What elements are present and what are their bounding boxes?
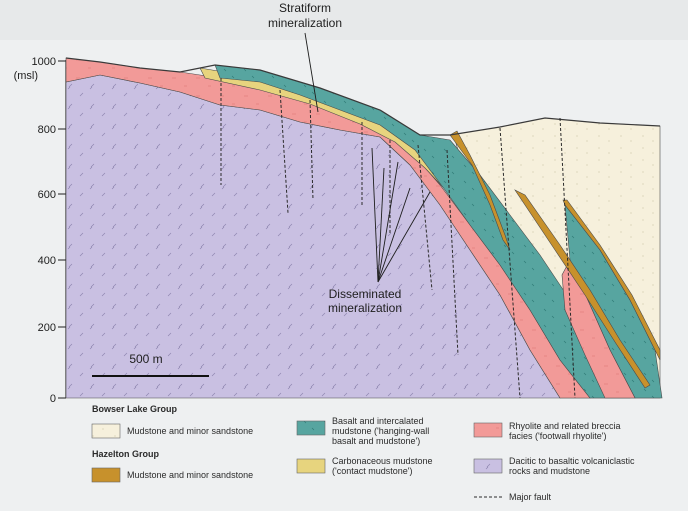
scale-bar-label: 500 m: [129, 352, 162, 366]
legend-group-bowser: Bowser Lake Group: [92, 404, 178, 414]
disseminated-label-line1: Disseminated: [329, 287, 402, 301]
tick-label-1000: 1000: [32, 56, 56, 68]
legend-swatch-hazelton-mudstone: [91, 467, 121, 483]
legend-basalt-line2: mudstone ('hanging-wall: [332, 426, 429, 436]
unit-hazelton-mudstone: [449, 130, 511, 251]
unit-upper-mudstone-band: [514, 189, 651, 389]
disseminated-pointers: [371, 147, 431, 283]
legend-swatch-bowser-mudstone: [91, 423, 121, 439]
legend-dacitic-line1: Dacitic to basaltic volcaniclastic: [509, 456, 635, 466]
y-axis: 1000 (msl) 800 600 400 200 0: [14, 56, 67, 405]
legend-hazelton-mudstone: Mudstone and minor sandstone: [127, 470, 253, 480]
tick-label-400: 400: [38, 255, 56, 267]
legend-swatch-basalt: [296, 420, 326, 436]
legend-group-hazelton: Hazelton Group: [92, 449, 160, 459]
stratiform-pointer: [304, 32, 319, 113]
legend: Bowser Lake Group Mudstone and minor san…: [91, 404, 635, 502]
major-faults: [220, 78, 576, 399]
section-units: [65, 57, 663, 399]
tick-label-800: 800: [38, 124, 56, 136]
legend-carbonaceous-line1: Carbonaceous mudstone: [332, 456, 433, 466]
tick-label-600: 600: [38, 189, 56, 201]
legend-swatch-dacitic: [473, 458, 503, 474]
stratiform-label-line2: mineralization: [268, 16, 342, 30]
disseminated-label-line2: mineralization: [328, 301, 402, 315]
legend-bowser-mudstone: Mudstone and minor sandstone: [127, 426, 253, 436]
tick-label-0: 0: [50, 393, 56, 405]
topographic-surface: [65, 57, 661, 136]
legend-carbonaceous-line2: ('contact mudstone'): [332, 466, 412, 476]
legend-dacitic-line2: rocks and mudstone: [509, 466, 590, 476]
unit-fault-block-mudstone: [562, 199, 661, 361]
legend-fault: Major fault: [509, 492, 552, 502]
legend-rhyolite-line1: Rhyolite and related breccia: [509, 421, 621, 431]
legend-swatch-carbonaceous: [296, 458, 326, 474]
unit-fault-block-rhyolite: [561, 259, 636, 399]
axis-unit: (msl): [14, 70, 38, 82]
legend-swatch-rhyolite: [473, 422, 503, 438]
stratiform-label-line1: Stratiform: [279, 1, 331, 15]
tick-label-200: 200: [38, 322, 56, 334]
legend-basalt-line3: basalt and mudstone'): [332, 436, 420, 446]
legend-basalt-line1: Basalt and intercalated: [332, 416, 424, 426]
legend-rhyolite-line2: facies ('footwall rhyolite'): [509, 431, 606, 441]
